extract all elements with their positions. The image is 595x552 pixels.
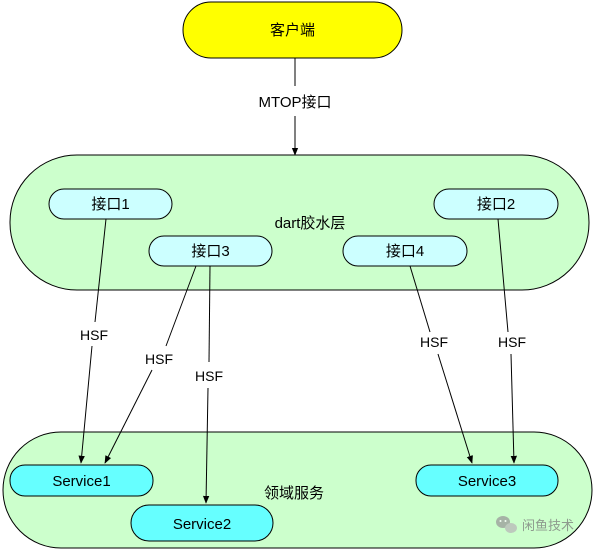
wechat-icon xyxy=(496,516,517,533)
edge-label: HSF xyxy=(195,368,223,384)
client-node: 客户端 xyxy=(182,1,403,59)
edge-line xyxy=(94,218,107,323)
interface-node-label: 接口2 xyxy=(477,196,515,213)
edge-line xyxy=(437,353,473,464)
edge-line xyxy=(104,369,153,464)
edge-line xyxy=(510,353,518,464)
edge-interface3-service1: HSF xyxy=(104,265,197,464)
edge-line xyxy=(78,345,93,464)
edge-line xyxy=(202,387,210,504)
service-node-shape xyxy=(130,504,274,542)
interface-node-shape xyxy=(342,235,468,267)
interface-node-label: 接口1 xyxy=(91,196,129,213)
edge-label: HSF xyxy=(145,351,173,367)
interface-node-4: 接口4 xyxy=(342,235,468,267)
client-label: 客户端 xyxy=(270,22,315,39)
interface-node-1: 接口1 xyxy=(48,188,173,220)
edge-interface4-service3: HSF xyxy=(409,265,473,464)
edge-interface3-service2: HSF xyxy=(195,265,223,504)
interface-node-shape xyxy=(48,188,173,220)
service-node-label: Service2 xyxy=(173,516,231,533)
service-node-label: Service3 xyxy=(458,473,516,490)
edge-label: HSF xyxy=(498,334,526,350)
service-node-label: Service1 xyxy=(52,473,110,490)
interface-node-2: 接口2 xyxy=(433,188,559,220)
mtop-edge: MTOP接口 xyxy=(258,58,332,156)
client-shape xyxy=(182,1,403,59)
service-node-shape xyxy=(415,464,559,497)
interface-node-3: 接口3 xyxy=(148,235,273,267)
watermark: 闲鱼技术 xyxy=(496,516,574,533)
service-node-2: Service2 xyxy=(130,504,274,542)
domain-services-label: 领域服务 xyxy=(264,485,324,502)
service-node-shape xyxy=(9,464,154,497)
glue-layer-label: dart胶水层 xyxy=(275,215,346,232)
interface-node-label: 接口4 xyxy=(386,243,424,260)
edge-interface2-service3: HSF xyxy=(497,218,526,464)
edge-line xyxy=(409,265,431,333)
edge-interface1-service1: HSF xyxy=(78,218,108,464)
service-node-1: Service1 xyxy=(9,464,154,497)
edge-line xyxy=(497,218,509,333)
interface-node-shape xyxy=(148,235,273,267)
watermark-text: 闲鱼技术 xyxy=(522,518,574,533)
edge-label: HSF xyxy=(420,334,448,350)
edge-label: HSF xyxy=(80,327,108,343)
edge-line xyxy=(165,265,197,347)
interface-node-shape xyxy=(433,188,559,220)
interface-node-label: 接口3 xyxy=(191,243,229,260)
edge-line xyxy=(208,265,211,363)
service-node-3: Service3 xyxy=(415,464,559,497)
hsf-edges: HSF HSF HSF HSF HSF xyxy=(78,218,526,504)
mtop-edge-label: MTOP接口 xyxy=(258,94,331,111)
